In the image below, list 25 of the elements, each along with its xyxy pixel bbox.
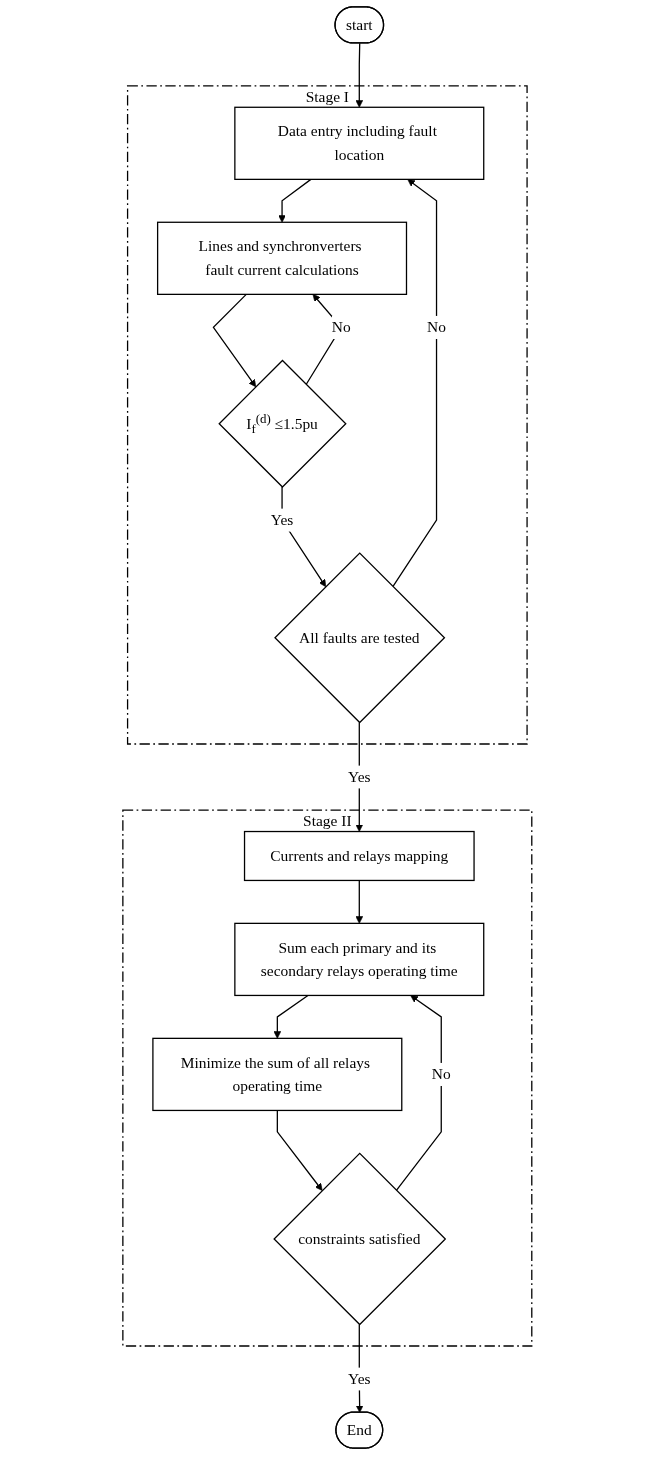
node-diamond: constraints satisfied: [272, 1152, 446, 1326]
edge-label: Yes: [347, 768, 371, 786]
arrow: [355, 1323, 364, 1413]
node-box: Data entry including fault location: [233, 106, 485, 180]
arrow: [355, 42, 363, 108]
arrow: [276, 1109, 323, 1191]
node-box: Lines and synchronverters fault current calculations: [156, 221, 407, 295]
arrow: [273, 994, 309, 1039]
node-box: Sum each primary and its secondary relays operating time: [233, 922, 485, 997]
node-diamond: All faults are tested: [273, 552, 446, 724]
node-box: Currents and relays mapping: [243, 830, 475, 882]
node-box: Minimize the sum of all relays operating time: [151, 1037, 403, 1112]
arrow: [391, 179, 437, 588]
arrow: [355, 721, 363, 832]
edge-label: Yes: [270, 511, 293, 529]
arrow: [355, 879, 363, 924]
node-diamond: I$_{f}$$^{(d)}$ ≤1.5pu: [217, 359, 347, 488]
edge-label: No: [331, 318, 351, 336]
edge-label: Yes: [347, 1370, 371, 1388]
arrow: [281, 486, 326, 587]
edge-label: No: [426, 318, 446, 336]
arrow: [395, 995, 442, 1192]
arrow: [277, 178, 312, 223]
arrow: [212, 293, 256, 388]
edge-label: No: [431, 1065, 451, 1083]
